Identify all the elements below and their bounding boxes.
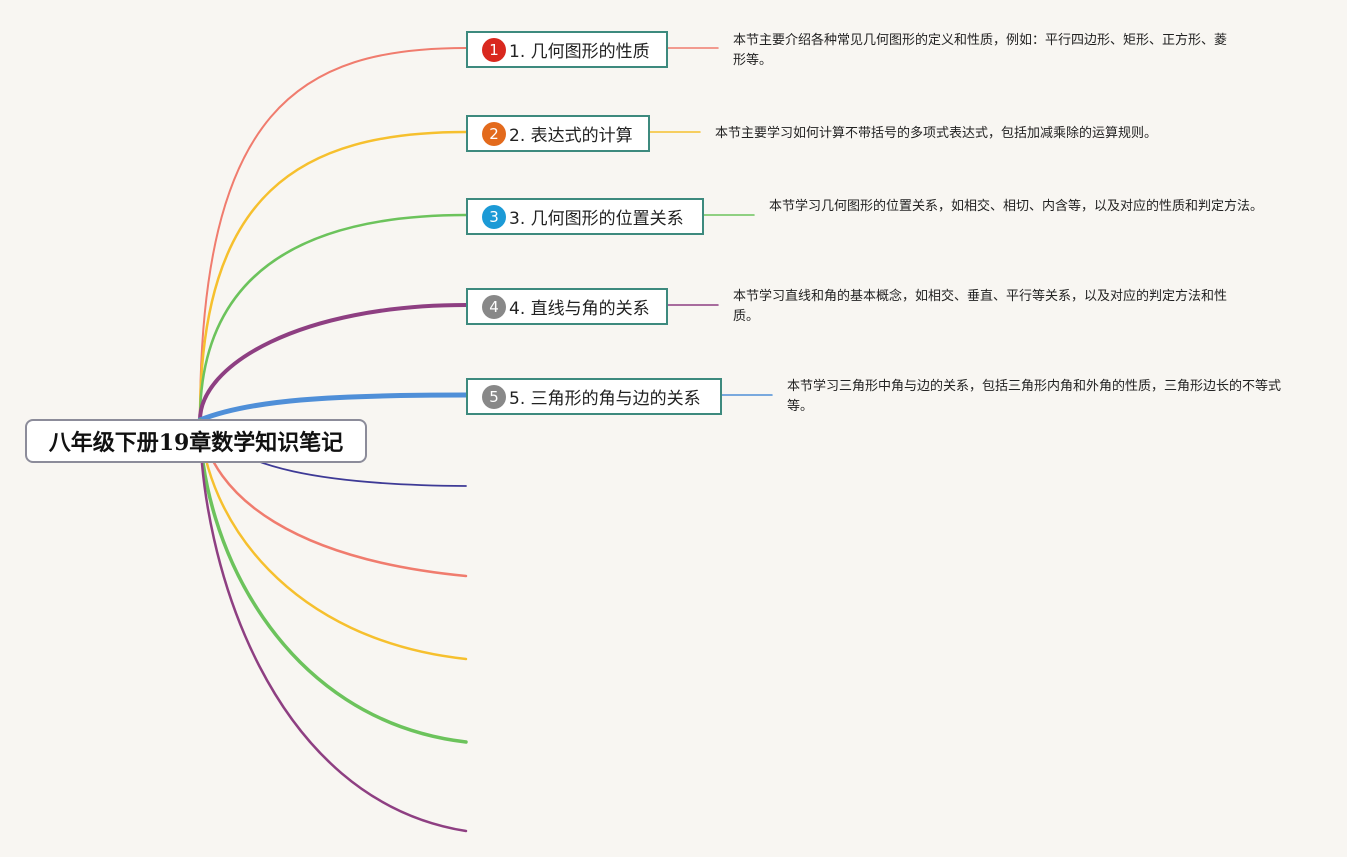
topic-5-label: 5. 三角形的角与边的关系	[509, 389, 701, 409]
topic-3-node[interactable]: 3 3. 几何图形的位置关系	[466, 198, 704, 235]
topic-2-node[interactable]: 2 2. 表达式的计算	[466, 115, 650, 152]
topic-2-note[interactable]: 本节主要学习如何计算不带括号的多项式表达式，包括加减乘除的运算规则。	[715, 126, 1158, 141]
topic-1-note[interactable]: 本节主要介绍各种常见几何图形的定义和性质，例如：平行四边形、矩形、正方形、菱形等…	[733, 33, 1228, 68]
branch-2	[198, 130, 468, 422]
topic-1-node[interactable]: 1 1. 几何图形的性质	[466, 31, 668, 68]
priority-4-icon: 4	[482, 294, 506, 319]
topic-3-label: 3. 几何图形的位置关系	[509, 209, 684, 229]
branch-3	[198, 213, 468, 422]
empty-branch-5	[198, 418, 468, 833]
topic-4-note[interactable]: 本节学习直线和角的基本概念，如相交、垂直、平行等关系，以及对应的判定方法和性质。	[733, 289, 1228, 324]
topic-5-note[interactable]: 本节学习三角形中角与边的关系，包括三角形内角和外角的性质，三角形边长的不等式等。	[787, 379, 1282, 414]
branch-4	[198, 303, 468, 422]
priority-5-icon: 5	[482, 384, 506, 409]
root-topic[interactable]: 八年级下册19章数学知识笔记	[25, 419, 367, 463]
priority-1-icon: 1	[482, 37, 506, 62]
topic-5-node[interactable]: 5 5. 三角形的角与边的关系	[466, 378, 722, 415]
empty-branch-4	[198, 418, 468, 744]
branch-1	[199, 47, 467, 421]
root-topic-label: 八年级下册19章数学知识笔记	[48, 430, 344, 456]
topic-4-node[interactable]: 4 4. 直线与角的关系	[466, 288, 668, 325]
topic-2-label: 2. 表达式的计算	[509, 126, 633, 146]
topic-4-label: 4. 直线与角的关系	[509, 299, 650, 319]
priority-3-icon: 3	[482, 204, 506, 229]
topic-1-label: 1. 几何图形的性质	[509, 42, 650, 62]
topic-3-note[interactable]: 本节学习几何图形的位置关系，如相交、相切、内含等，以及对应的性质和判定方法。	[769, 199, 1264, 214]
branch-5	[197, 392, 469, 423]
priority-2-icon: 2	[482, 121, 506, 146]
